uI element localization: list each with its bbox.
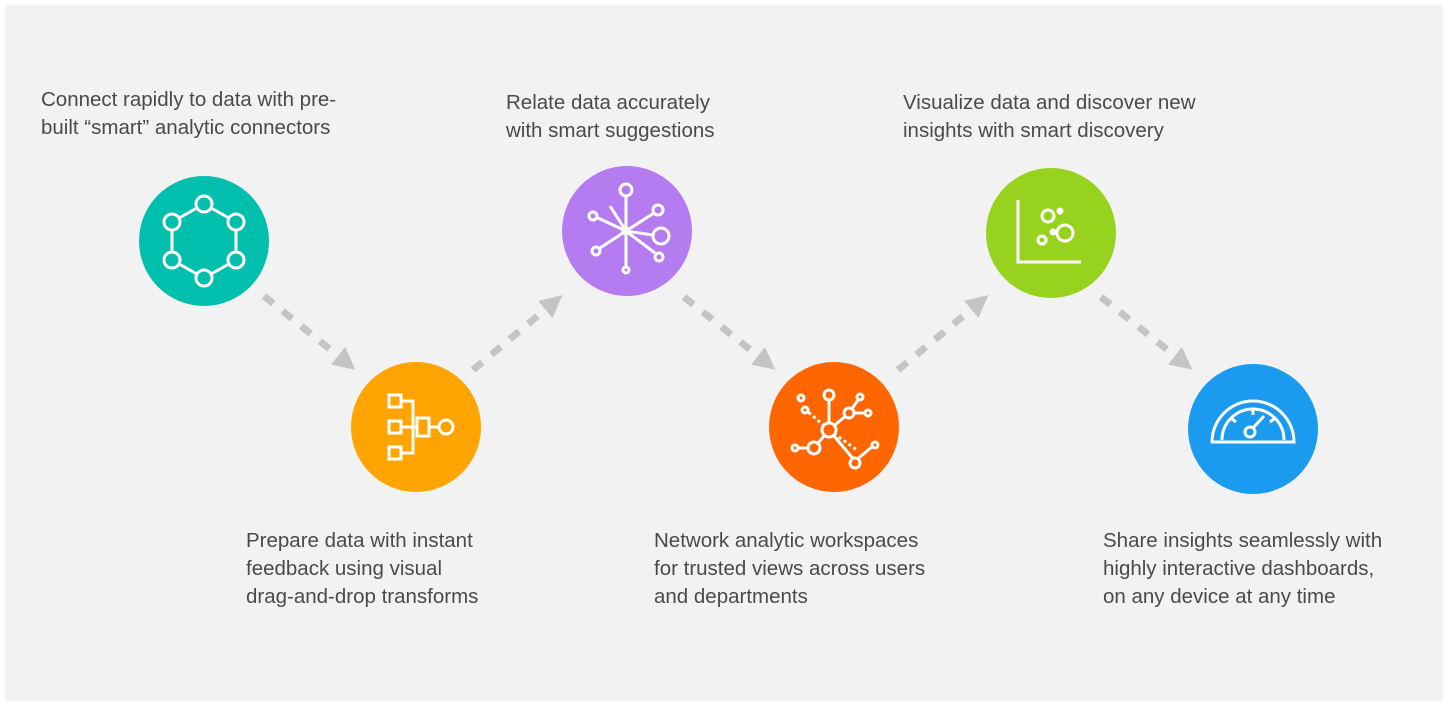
step-circle-visualize [986, 168, 1116, 298]
step-circle-share [1188, 364, 1318, 494]
caption-share: Share insights seamlessly with highly in… [1103, 529, 1383, 608]
flow-transform-icon [387, 393, 455, 461]
arrow-relate-to-network [681, 294, 776, 370]
workflow-panel [5, 5, 1443, 701]
caption-prepare: Prepare data with instant feedback using… [246, 529, 479, 608]
step-circle-relate [562, 166, 692, 296]
caption-relate: Relate data accurately with smart sugges… [506, 91, 715, 142]
dashboard-gauge-icon [1210, 399, 1296, 444]
caption-connect: Connect rapidly to data with pre- built … [41, 88, 337, 139]
arrow-network-to-visualize [895, 295, 989, 373]
arrow-connect-to-prepare [261, 293, 356, 370]
step-circle-connect [139, 176, 269, 306]
step-circle-prepare [351, 362, 481, 492]
scatter-plot-icon [1016, 200, 1081, 264]
hub-spoke-icon [587, 182, 671, 275]
caption-network: Network analytic workspaces for trusted … [654, 529, 926, 608]
network-graph-icon [790, 388, 880, 470]
arrow-visualize-to-share [1098, 294, 1193, 370]
step-circle-network [769, 362, 899, 492]
caption-visualize: Visualize data and discover new insights… [903, 91, 1196, 142]
arrow-prepare-to-relate [470, 295, 563, 373]
network-ring-icon [162, 194, 246, 288]
